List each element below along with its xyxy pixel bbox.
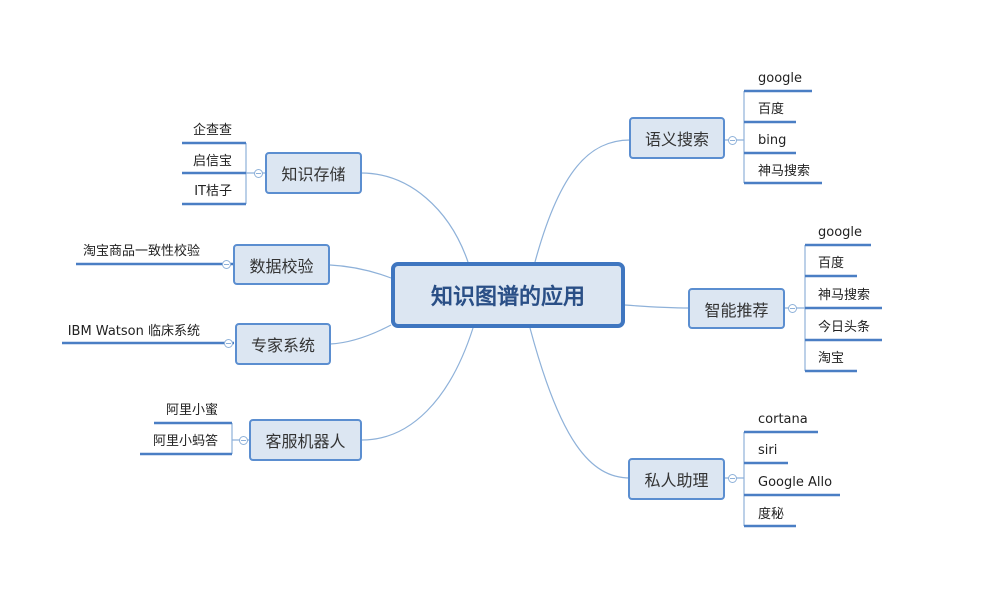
branch-personal-assistant[interactable]: 私人助理 (628, 458, 725, 500)
edge-personal-assistant (529, 327, 631, 479)
leaf-item[interactable]: google (818, 225, 863, 240)
branch-data-validation[interactable]: 数据校验 (233, 244, 330, 285)
branch-knowledge-storage[interactable]: 知识存储 (265, 152, 362, 194)
collapse-toggle-icon[interactable] (224, 339, 233, 348)
edge-customer-bot (361, 327, 474, 441)
leaf-item[interactable]: 淘宝 (818, 351, 845, 366)
branch-smart-recommend[interactable]: 智能推荐 (688, 288, 785, 329)
center-topic[interactable]: 知识图谱的应用 (391, 262, 625, 328)
leaf-item[interactable]: cortana (758, 412, 808, 427)
leaf-item[interactable]: 阿里小蚂答 (152, 434, 218, 449)
collapse-toggle-icon[interactable] (222, 260, 231, 269)
collapse-toggle-icon[interactable] (728, 474, 737, 483)
leaf-item[interactable]: siri (758, 443, 778, 458)
leaf-item[interactable]: IT桔子 (194, 184, 232, 199)
leaf-item[interactable]: google (758, 71, 803, 86)
edge-data-validation (329, 264, 392, 279)
collapse-toggle-icon[interactable] (728, 136, 737, 145)
branch-expert-system[interactable]: 专家系统 (235, 323, 331, 365)
edge-knowledge-storage (360, 172, 469, 263)
collapse-toggle-icon[interactable] (239, 436, 248, 445)
leaf-item[interactable]: 企查查 (192, 123, 232, 138)
leaf-item[interactable]: 度秘 (758, 507, 785, 522)
leaf-item[interactable]: 启信宝 (192, 154, 232, 169)
collapse-toggle-icon[interactable] (788, 304, 797, 313)
leaf-item[interactable]: Google Allo (758, 475, 833, 490)
leaf-item[interactable]: 神马搜索 (818, 288, 871, 303)
leaf-item[interactable]: 阿里小蜜 (165, 403, 218, 418)
collapse-toggle-icon[interactable] (254, 169, 263, 178)
edge-expert-system (329, 324, 392, 345)
leaf-item[interactable]: 百度 (758, 102, 785, 117)
leaf-item[interactable]: 今日头条 (818, 320, 871, 335)
edge-smart-recommend (624, 304, 691, 309)
branch-semantic-search[interactable]: 语义搜索 (629, 117, 725, 159)
edge-semantic-search (534, 139, 631, 263)
leaf-item[interactable]: 神马搜索 (758, 164, 811, 179)
leaf-item[interactable]: bing (758, 133, 787, 148)
leaf-item[interactable]: IBM Watson 临床系统 (67, 324, 200, 339)
leaf-item[interactable]: 淘宝商品一致性校验 (82, 244, 200, 259)
branch-customer-bot[interactable]: 客服机器人 (249, 419, 362, 461)
leaf-item[interactable]: 百度 (818, 256, 845, 271)
